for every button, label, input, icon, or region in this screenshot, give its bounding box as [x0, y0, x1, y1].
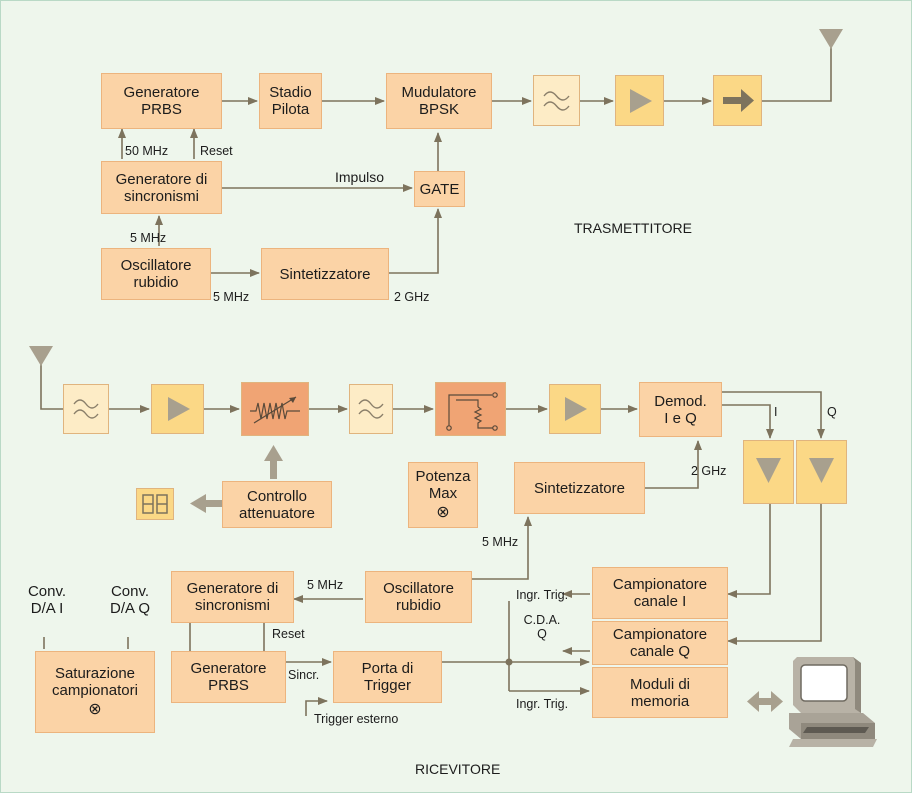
tx-antenna-icon — [819, 29, 843, 49]
rx-dac-q-label: Conv. D/A Q — [109, 583, 150, 617]
max-power-indicator-icon: ⊗ — [436, 504, 450, 521]
tx-isolator — [713, 75, 762, 126]
bandpass-filter-icon — [543, 91, 570, 111]
rx-bandpass-filter-1 — [63, 384, 109, 434]
rx-label-ext-trigger: Trigger esterno — [314, 712, 399, 726]
rx-prbs-generator: Generatore PRBS — [171, 651, 286, 703]
tx-label-50mhz: 50 MHz — [125, 144, 169, 158]
sampler-saturation-label: Saturazione campionatori — [52, 665, 138, 699]
tx-bpsk-modulator: Mudulatore BPSK — [386, 73, 492, 129]
tx-label-pulse: Impulso — [335, 169, 385, 185]
rx-attenuator-control: Controllo attenuatore — [222, 481, 332, 528]
bandpass-filter-icon — [358, 399, 384, 419]
rx-label-q: Q — [827, 405, 837, 419]
isolator-arrow-icon — [723, 89, 754, 112]
tx-sync-generator: Generatore di sincronismi — [101, 161, 222, 214]
rx-label-trig-in-top: Ingr. Trig. — [516, 588, 569, 602]
rx-bandpass-filter-2 — [349, 384, 393, 434]
rx-rubidium-oscillator: Oscillatore rubidio — [365, 571, 472, 623]
rx-label-i: I — [774, 405, 778, 419]
rx-trigger-port: Porta di Trigger — [333, 651, 442, 703]
rx-max-power: Potenza Max ⊗ — [408, 462, 478, 528]
rx-switch — [435, 382, 506, 436]
rx-lowpass-amp-i — [743, 440, 794, 504]
tx-rubidium-oscillator: Oscillatore rubidio — [101, 248, 211, 300]
tx-label-reset: Reset — [200, 144, 233, 158]
tx-label-2ghz: 2 GHz — [394, 290, 430, 304]
seven-segment-display-icon — [142, 494, 168, 514]
rx-display — [136, 488, 174, 520]
rx-sampler-saturation: Saturazione campionatori ⊗ — [35, 651, 155, 733]
max-power-label: Potenza Max — [415, 468, 471, 502]
sampler-saturation-indicator-icon: ⊗ — [88, 701, 102, 718]
switch-icon — [446, 392, 498, 431]
rx-memory-modules: Moduli di memoria — [592, 667, 728, 718]
tx-section-title: TRASMETTITORE — [574, 220, 692, 236]
rx-label-sync: Sincr. — [288, 668, 320, 682]
rx-label-5mhz-sync: 5 MHz — [307, 578, 344, 592]
amplifier-icon — [168, 397, 190, 421]
tx-gate: GATE — [414, 171, 465, 207]
rx-label-cda-q: C.D.A. Q — [523, 613, 561, 641]
variable-attenuator-icon — [250, 396, 300, 424]
tx-synthesizer: Sintetizzatore — [261, 248, 389, 300]
tx-prbs-generator: Generatore PRBS — [101, 73, 222, 129]
tx-pilot-stage: Stadio Pilota — [259, 73, 322, 129]
rx-lowpass-amp-q — [796, 440, 847, 504]
bandpass-filter-icon — [73, 399, 99, 419]
rx-label-5mhz-synth: 5 MHz — [482, 535, 519, 549]
rx-variable-attenuator — [241, 382, 309, 436]
rx-sampler-channel-i: Campionatore canale I — [592, 567, 728, 619]
tx-label-5mhz-right: 5 MHz — [213, 290, 250, 304]
rx-amplifier-2 — [549, 384, 601, 434]
rx-sync-generator: Generatore di sincronismi — [171, 571, 294, 623]
amplifier-icon — [630, 89, 652, 113]
downward-amplifier-icon — [809, 458, 834, 483]
tx-amplifier — [615, 75, 664, 126]
rx-sampler-channel-q: Campionatore canale Q — [592, 621, 728, 665]
rx-amplifier-1 — [151, 384, 204, 434]
downward-amplifier-icon — [756, 458, 781, 483]
rx-label-2ghz: 2 GHz — [691, 464, 727, 478]
tx-bandpass-filter — [533, 75, 580, 126]
rx-dac-i-label: Conv. D/A I — [27, 583, 67, 617]
rx-label-reset: Reset — [272, 627, 305, 641]
rx-label-trig-in-bottom: Ingr. Trig. — [516, 697, 569, 711]
rx-iq-demodulator: Demod. I e Q — [639, 382, 722, 437]
rx-section-title: RICEVITORE — [415, 761, 501, 777]
rx-antenna-icon — [29, 346, 53, 366]
computer-icon — [789, 657, 877, 747]
amplifier-icon — [565, 397, 587, 421]
tx-label-5mhz-up: 5 MHz — [130, 231, 167, 245]
rx-synthesizer: Sintetizzatore — [514, 462, 645, 514]
